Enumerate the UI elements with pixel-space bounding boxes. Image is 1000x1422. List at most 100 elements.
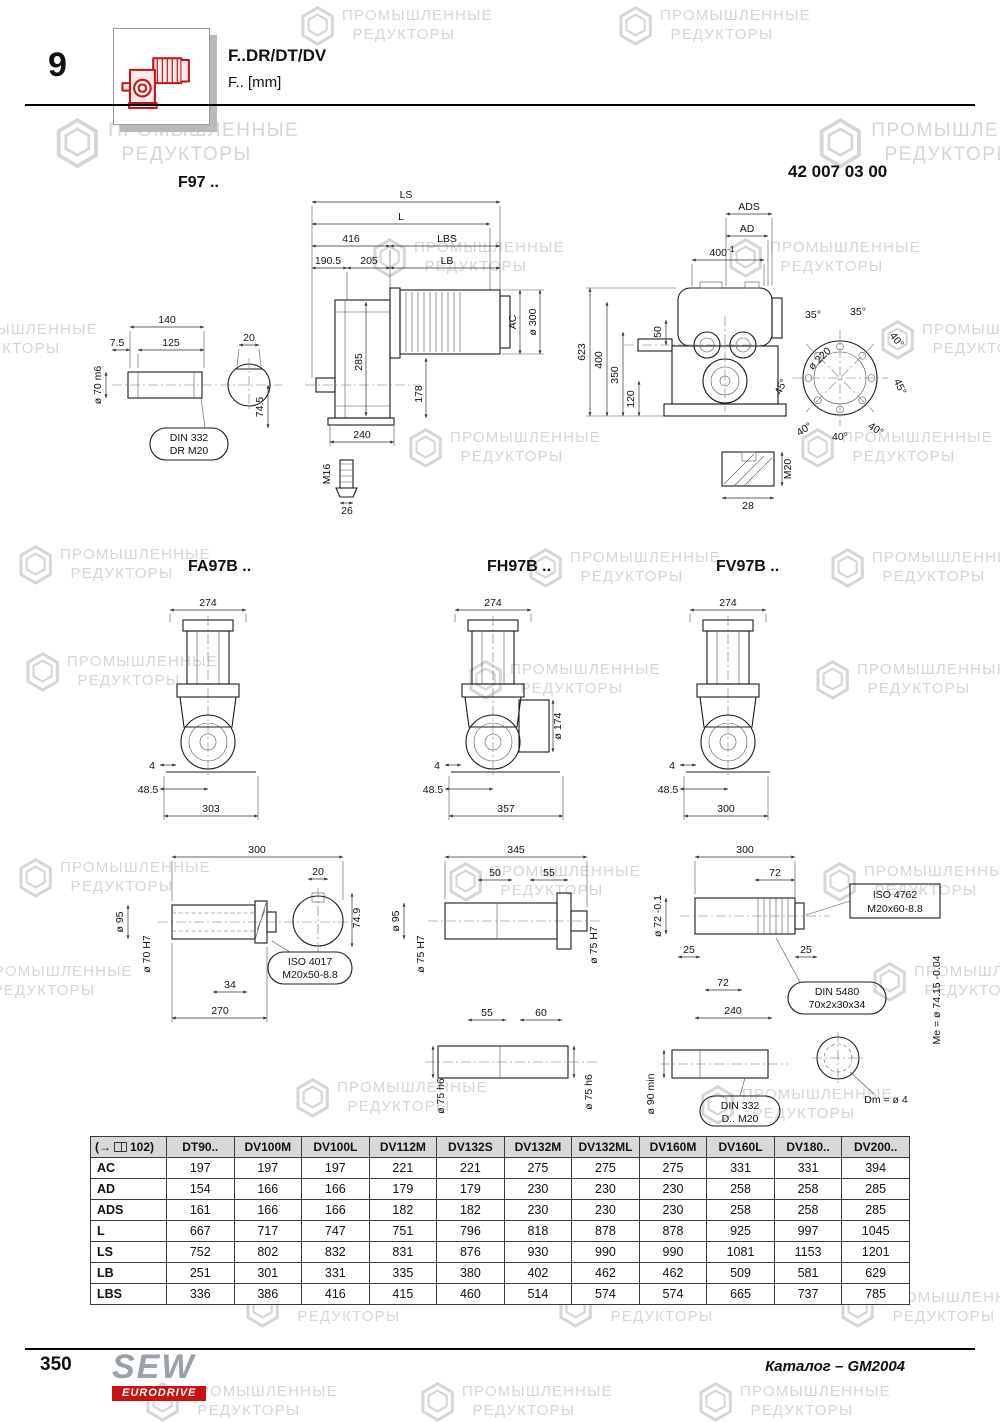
chapter-number: 9 (48, 46, 67, 84)
angle-35-1: 35° (805, 309, 821, 321)
cell-LBS-DV112M: 415 (368, 1283, 438, 1305)
dim-d300: ø 300 (527, 308, 539, 335)
cell-ADS-DV112M: 182 (368, 1199, 438, 1221)
cell-AC-DT90..: 197 (166, 1157, 235, 1179)
angle-35-2: 35° (850, 306, 866, 318)
cell-AD-DV160L: 258 (706, 1178, 775, 1200)
cell-L-DV200..: 1045 (841, 1220, 910, 1242)
cell-LBS-DV160M: 574 (638, 1283, 708, 1305)
page-number: 350 (40, 1354, 72, 1375)
callout-din332: DIN 332 (170, 432, 209, 444)
cell-LS-DV180..: 1153 (773, 1241, 843, 1263)
cell-ADS-DV200..: 285 (841, 1199, 910, 1221)
product-icon-box (113, 28, 210, 125)
dim-26: 26 (341, 505, 353, 517)
hexagon-logo-icon (701, 1085, 734, 1125)
dim-m16: M16 (321, 464, 333, 485)
f97-end-view: ADS AD 400-1 50 623 400 (576, 201, 794, 512)
cell-LB-DV112M: 335 (368, 1262, 438, 1284)
cell-LS-DV200..: 1201 (841, 1241, 910, 1263)
cell-AC-DV112M: 221 (368, 1157, 438, 1179)
dim-55: 55 (543, 867, 555, 879)
cell-ADS-DV100L: 166 (301, 1199, 370, 1221)
table-ref-cell[interactable]: (→102) (90, 1136, 167, 1158)
angle-40-1: 40° (887, 330, 906, 350)
row-label-L: L (90, 1220, 167, 1242)
cell-AD-DV132ML: 230 (571, 1178, 640, 1200)
cell-LS-DV132ML: 990 (571, 1241, 640, 1263)
column-header-DV132M: DV132M (503, 1136, 573, 1158)
cell-AD-DV180..: 258 (773, 1178, 843, 1200)
dim-60: 60 (535, 1007, 547, 1019)
dim-d174: ø 174 (552, 712, 564, 739)
cell-AD-DV100L: 166 (301, 1178, 370, 1200)
dim-345: 345 (507, 844, 525, 856)
dim-34: 34 (224, 979, 236, 991)
cell-LBS-DV180..: 737 (773, 1283, 843, 1305)
fv97b-front-view: 274 4 48.5 300 (658, 597, 770, 820)
drawing-title-fa97b: FA97B .. (188, 558, 252, 575)
cell-LS-DT90..: 752 (166, 1241, 235, 1263)
dim-lbs: LBS (437, 233, 457, 245)
cell-LS-DV112M: 831 (368, 1241, 438, 1263)
fv97b-shaft-detail: 300 72 ISO 4762 M20x60-8.8 ø 72 -0.1 25 … (645, 844, 943, 1127)
cell-L-DT90..: 667 (166, 1220, 235, 1242)
dim-125: 125 (162, 337, 180, 349)
column-header-DV200..: DV200.. (841, 1136, 910, 1158)
dim-285: 285 (353, 353, 365, 371)
cell-AC-DV100L: 197 (301, 1157, 370, 1179)
fa97b-shaft-detail: 300 20 ø 95 ø 70 H7 74.9 ISO 4017 M20x50… (114, 844, 363, 1022)
hexagon-logo-icon (19, 545, 52, 585)
dim-d72-tol: ø 72 -0.1 (652, 895, 664, 937)
cell-L-DV100L: 747 (301, 1220, 370, 1242)
dim-623: 623 (576, 343, 588, 361)
cell-LS-DV132S: 876 (436, 1241, 505, 1263)
dim-190-5: 190.5 (315, 255, 341, 267)
cell-LB-DV180..: 581 (773, 1262, 843, 1284)
book-icon (114, 1142, 127, 1152)
callout-d-m20: D.. M20 (722, 1113, 759, 1125)
hexagon-logo-icon (801, 428, 834, 468)
dim-50: 50 (652, 326, 664, 338)
hexagon-logo-icon (881, 320, 914, 360)
cell-LB-DV132ML: 462 (571, 1262, 640, 1284)
cell-LBS-DV132M: 514 (503, 1283, 573, 1305)
cell-ADS-DV132S: 182 (436, 1199, 505, 1221)
cell-AD-DV160M: 230 (638, 1178, 708, 1200)
f97-bolt-circle: ø 220 35° 35° 40° 45° 45° 40° 40° 40° (772, 306, 908, 443)
cell-LS-DV160L: 1081 (706, 1241, 775, 1263)
cell-L-DV160M: 878 (638, 1220, 708, 1242)
dim-20: 20 (312, 866, 324, 878)
f97-side-view: LS L 416 LBS 190.5 205 LB (305, 189, 544, 517)
ref-page: 102) (130, 1140, 155, 1154)
row-label-AD: AD (90, 1178, 167, 1200)
column-header-DV132S: DV132S (436, 1136, 505, 1158)
dim-357: 357 (497, 803, 515, 815)
dim-274: 274 (199, 597, 217, 609)
dim-20: 20 (243, 332, 255, 344)
angle-45-2: 45° (772, 377, 790, 396)
cell-AC-DV132ML: 275 (571, 1157, 640, 1179)
cell-ADS-DV160L: 258 (706, 1199, 775, 1221)
dim-4: 4 (149, 760, 155, 772)
angle-40-3: 40° (832, 431, 848, 443)
dim-72: 72 (769, 867, 781, 879)
cell-AC-DV100M: 197 (233, 1157, 303, 1179)
cell-LB-DV132S: 380 (436, 1262, 505, 1284)
dim-120: 120 (625, 390, 637, 408)
hexagon-logo-icon (449, 862, 482, 902)
row-label-LBS: LBS (90, 1283, 167, 1305)
dim-lb: LB (441, 255, 454, 267)
hexagon-logo-icon (819, 118, 861, 169)
